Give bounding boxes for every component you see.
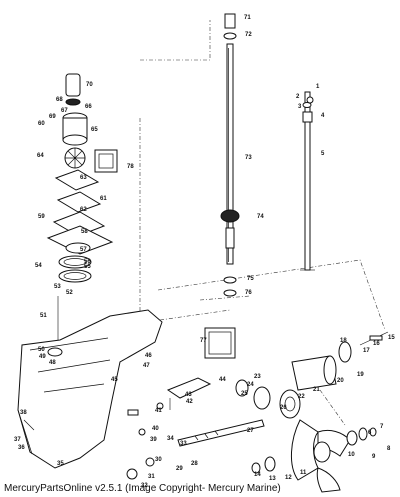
callout-28: 28 (191, 461, 198, 467)
callout-32: 32 (141, 483, 148, 489)
callout-11: 11 (300, 470, 307, 476)
callout-59: 59 (38, 214, 45, 220)
bearing-carrier (235, 331, 389, 419)
callout-12: 12 (285, 475, 292, 481)
callout-44: 44 (219, 377, 226, 383)
small-fasteners (127, 96, 383, 436)
callout-56: 56 (84, 259, 91, 265)
callout-41: 41 (155, 408, 162, 414)
callout-54: 54 (35, 263, 42, 269)
housing-cover (204, 327, 236, 359)
callout-78: 78 (127, 164, 134, 170)
callout-21: 21 (313, 387, 320, 393)
callout-26: 26 (280, 405, 287, 411)
callout-76: 76 (245, 290, 252, 296)
callout-58: 58 (81, 229, 88, 235)
callout-34: 34 (167, 436, 174, 442)
callout-labels: 1234567891011121314151617181920212223242… (14, 15, 395, 489)
callout-73: 73 (245, 155, 252, 161)
callout-61: 61 (100, 196, 107, 202)
callout-52: 52 (66, 290, 73, 296)
propeller (290, 419, 351, 493)
callout-5: 5 (321, 151, 325, 157)
callout-1: 1 (316, 84, 320, 90)
callout-9: 9 (372, 454, 376, 460)
callout-31: 31 (148, 474, 155, 480)
callout-35: 35 (57, 461, 64, 467)
callout-37: 37 (14, 437, 21, 443)
callout-62: 62 (80, 207, 87, 213)
callout-24: 24 (247, 382, 254, 388)
callout-8: 8 (387, 446, 391, 452)
callout-39: 39 (150, 437, 157, 443)
callout-65: 65 (91, 127, 98, 133)
callout-43: 43 (185, 392, 192, 398)
callout-48: 48 (49, 360, 56, 366)
propeller-hardware (126, 427, 377, 480)
callout-77: 77 (200, 338, 207, 344)
callout-51: 51 (40, 313, 47, 319)
callout-64: 64 (37, 153, 44, 159)
callout-75: 75 (247, 276, 254, 282)
callout-60: 60 (38, 121, 45, 127)
propeller-shaft (177, 419, 265, 447)
callout-10: 10 (348, 452, 355, 458)
callout-23: 23 (254, 374, 261, 380)
callout-67: 67 (61, 108, 68, 114)
callout-25: 25 (241, 391, 248, 397)
callout-13: 13 (269, 476, 276, 482)
gear-housing (17, 309, 163, 469)
callout-17: 17 (363, 348, 370, 354)
callout-70: 70 (86, 82, 93, 88)
callout-74: 74 (257, 214, 264, 220)
callout-30: 30 (155, 457, 162, 463)
callout-3: 3 (298, 104, 302, 110)
callout-22: 22 (298, 394, 305, 400)
callout-33: 33 (180, 441, 187, 447)
callout-57: 57 (80, 247, 87, 253)
callout-47: 47 (143, 363, 150, 369)
callout-68: 68 (56, 97, 63, 103)
callout-53: 53 (54, 284, 61, 290)
callout-7: 7 (380, 424, 384, 430)
callout-40: 40 (152, 426, 159, 432)
callout-55: 55 (84, 264, 91, 270)
image-caption: MercuryPartsOnline v2.5.1 (Image Copyrig… (4, 483, 281, 494)
callout-6: 6 (368, 430, 372, 436)
callout-71: 71 (244, 15, 251, 21)
callout-29: 29 (176, 466, 183, 472)
callout-72: 72 (245, 32, 252, 38)
water-pump-assembly (46, 73, 114, 346)
drive-shaft (220, 13, 240, 297)
callout-15: 15 (388, 335, 395, 341)
callout-4: 4 (321, 113, 325, 119)
gasket-plate (94, 149, 118, 173)
callout-66: 66 (85, 104, 92, 110)
shift-bracket (166, 377, 212, 410)
callout-36: 36 (18, 445, 25, 451)
callout-46: 46 (145, 353, 152, 359)
callout-20: 20 (337, 378, 344, 384)
callout-42: 42 (186, 399, 193, 405)
callout-45: 45 (111, 377, 118, 383)
callout-69: 69 (49, 114, 56, 120)
callout-2: 2 (296, 94, 300, 100)
callout-50: 50 (38, 347, 45, 353)
callout-38: 38 (20, 410, 27, 416)
callout-19: 19 (357, 372, 364, 378)
callout-16: 16 (373, 341, 380, 347)
callout-18: 18 (340, 338, 347, 344)
shift-shaft (300, 91, 315, 271)
callout-63: 63 (80, 175, 87, 181)
assembly-guide-lines (139, 20, 386, 426)
callout-49: 49 (39, 354, 46, 360)
callout-27: 27 (247, 428, 254, 434)
callout-14: 14 (254, 472, 261, 478)
